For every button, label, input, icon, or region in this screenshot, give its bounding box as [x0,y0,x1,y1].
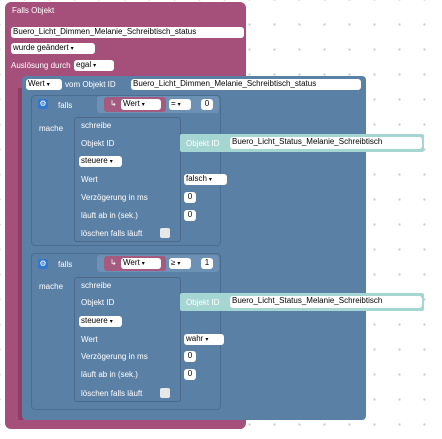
gear-icon[interactable]: ⚙ [38,99,48,109]
delay-field-1[interactable]: 0 [184,192,196,203]
bool-value-dropdown-2[interactable]: wahr▾ [184,334,224,345]
operator-dropdown-1[interactable]: =▾ [169,99,191,110]
operator-label-2: ≥ [171,258,176,267]
chevron-down-icon: ▾ [205,337,209,343]
gear-icon[interactable]: ⚙ [38,259,48,269]
bool-value-label-2: wahr [186,334,204,343]
trigger-by-label: Auslösung durch [11,61,71,70]
chevron-down-icon: ▾ [46,82,50,88]
mode-label-2: steuere [81,316,108,325]
objekt-id-block-label-2: Objekt ID [186,298,220,307]
target-object-field-2[interactable]: Buero_Licht_Status_Melanie_Schreibtisch [230,296,422,308]
mode-dropdown-1[interactable]: steuere▾ [79,156,122,167]
value-object-id-field[interactable]: Buero_Licht_Dimmen_Melanie_Schreibtisch_… [131,79,361,90]
clear-label-2: löschen falls läuft [81,389,143,398]
wert-label-2: Wert [81,335,98,344]
operator-dropdown-2[interactable]: ≥▾ [169,258,191,269]
operator-label-1: = [171,99,176,108]
delay-label-2: Verzögerung in ms [81,352,148,361]
compare-value-field-1[interactable]: 0 [201,99,213,110]
compare-value-field-2[interactable]: 1 [201,258,213,269]
mache-label-1: mache [39,124,64,133]
trigger-inner-gap [18,88,24,420]
write-title-2: schreibe [81,281,112,290]
change-type-label: wurde geändert [13,43,69,52]
chevron-down-icon: ▾ [93,63,97,69]
wert-var-label-1: Wert [123,99,140,108]
write-title-1: schreibe [81,121,112,130]
trigger-value-label: egal [76,60,92,69]
objekt-id-label-2: Objekt ID [81,298,115,307]
mache-label-2: mache [39,282,64,291]
return-arrow-icon: ↳ [110,99,117,108]
trigger-object-id-field[interactable]: Buero_Licht_Dimmen_Melanie_Schreibtisch_… [11,27,244,38]
chevron-down-icon: ▾ [109,159,113,165]
clear-label-1: löschen falls läuft [81,229,143,238]
delay-label-1: Verzögerung in ms [81,193,148,202]
bool-value-label-1: falsch [186,174,207,183]
chevron-down-icon: ▾ [141,261,145,267]
chevron-down-icon: ▾ [208,177,212,183]
trigger-title: Falls Objekt [12,6,55,15]
clear-checkbox-2[interactable] [160,388,170,398]
return-arrow-icon: ↳ [110,258,117,267]
delay-field-2[interactable]: 0 [184,351,196,362]
objekt-id-block-label-1: Objekt ID [186,139,220,148]
falls-label-1: falls [58,101,73,110]
clear-checkbox-1[interactable] [160,228,170,238]
trigger-value-dropdown[interactable]: egal▾ [74,60,114,71]
wert-var-label-2: Wert [123,258,140,267]
bool-value-dropdown-1[interactable]: falsch▾ [184,174,227,185]
target-object-field-1[interactable]: Buero_Licht_Status_Melanie_Schreibtisch [230,137,422,149]
chevron-down-icon: ▾ [177,102,181,108]
write-block-2[interactable] [74,277,181,402]
wert-label-1: Wert [81,175,98,184]
expire-field-1[interactable]: 0 [184,210,196,221]
wert-var-dropdown-2[interactable]: Wert▾ [121,258,161,269]
chevron-down-icon: ▾ [109,319,113,325]
wert-var-dropdown-1[interactable]: Wert▾ [121,99,161,110]
falls-label-2: falls [58,260,73,269]
from-object-label: vom Objekt ID [65,80,116,89]
write-block-1[interactable] [74,117,181,242]
chevron-down-icon: ▾ [141,102,145,108]
mode-label-1: steuere [81,156,108,165]
expire-label-1: läuft ab in (sek.) [81,211,138,220]
expire-field-2[interactable]: 0 [184,369,196,380]
chevron-down-icon: ▾ [70,46,74,52]
mode-dropdown-2[interactable]: steuere▾ [79,316,122,327]
chevron-down-icon: ▾ [177,261,181,267]
wert-label: Wert [28,79,45,88]
change-type-dropdown[interactable]: wurde geändert▾ [11,43,95,54]
wert-dropdown[interactable]: Wert▾ [26,79,62,90]
expire-label-2: läuft ab in (sek.) [81,370,138,379]
objekt-id-label-1: Objekt ID [81,139,115,148]
